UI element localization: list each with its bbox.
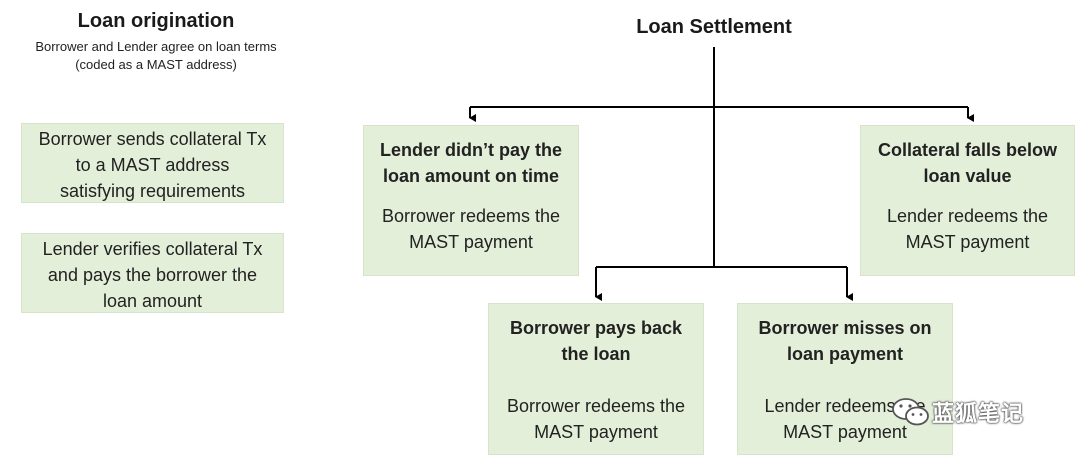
case-lender-no-pay-outcome: Borrower redeems the MAST payment — [381, 206, 561, 252]
case-lender-no-pay-box: Lender didn’t pay the loan amount on tim… — [363, 125, 579, 276]
case-collateral-falls-box: Collateral falls below loan value Lender… — [860, 125, 1075, 276]
case-borrower-misses-heading: Borrower misses on loan payment — [758, 318, 932, 364]
case-collateral-falls-outcome: Lender redeems the MAST payment — [886, 206, 1049, 252]
verify-pay-step-text: Lender verifies collateral Tx and pays t… — [42, 239, 263, 311]
case-borrower-pays-outcome: Borrower redeems the MAST payment — [506, 396, 686, 442]
subtitle-line-1: Borrower and Lender agree on loan terms — [35, 39, 277, 54]
case-borrower-misses-box: Borrower misses on loan payment Lender r… — [737, 303, 953, 455]
case-borrower-pays-box: Borrower pays back the loan Borrower red… — [488, 303, 704, 455]
watermark: 蓝狐笔记 — [890, 395, 1024, 429]
case-collateral-falls-heading: Collateral falls below loan value — [877, 140, 1058, 186]
case-lender-no-pay-heading: Lender didn’t pay the loan amount on tim… — [379, 140, 562, 186]
loan-settlement-title: Loan Settlement — [636, 16, 792, 38]
loan-origination-title: Loan origination — [77, 10, 235, 32]
watermark-text: 蓝狐笔记 — [932, 401, 1025, 426]
wechat-icon — [892, 398, 929, 426]
collateral-step-text: Borrower sends collateral Tx to a MAST a… — [38, 129, 267, 201]
subtitle-line-2: (coded as a MAST address) — [75, 57, 237, 72]
verify-pay-step-box: Lender verifies collateral Tx and pays t… — [21, 233, 284, 313]
case-borrower-pays-heading: Borrower pays back the loan — [509, 318, 683, 364]
collateral-step-box: Borrower sends collateral Tx to a MAST a… — [21, 123, 284, 203]
loan-origination-subtitle: Borrower and Lender agree on loan terms … — [0, 38, 312, 74]
case-borrower-misses-outcome: Lender redeems the MAST payment — [764, 396, 926, 442]
